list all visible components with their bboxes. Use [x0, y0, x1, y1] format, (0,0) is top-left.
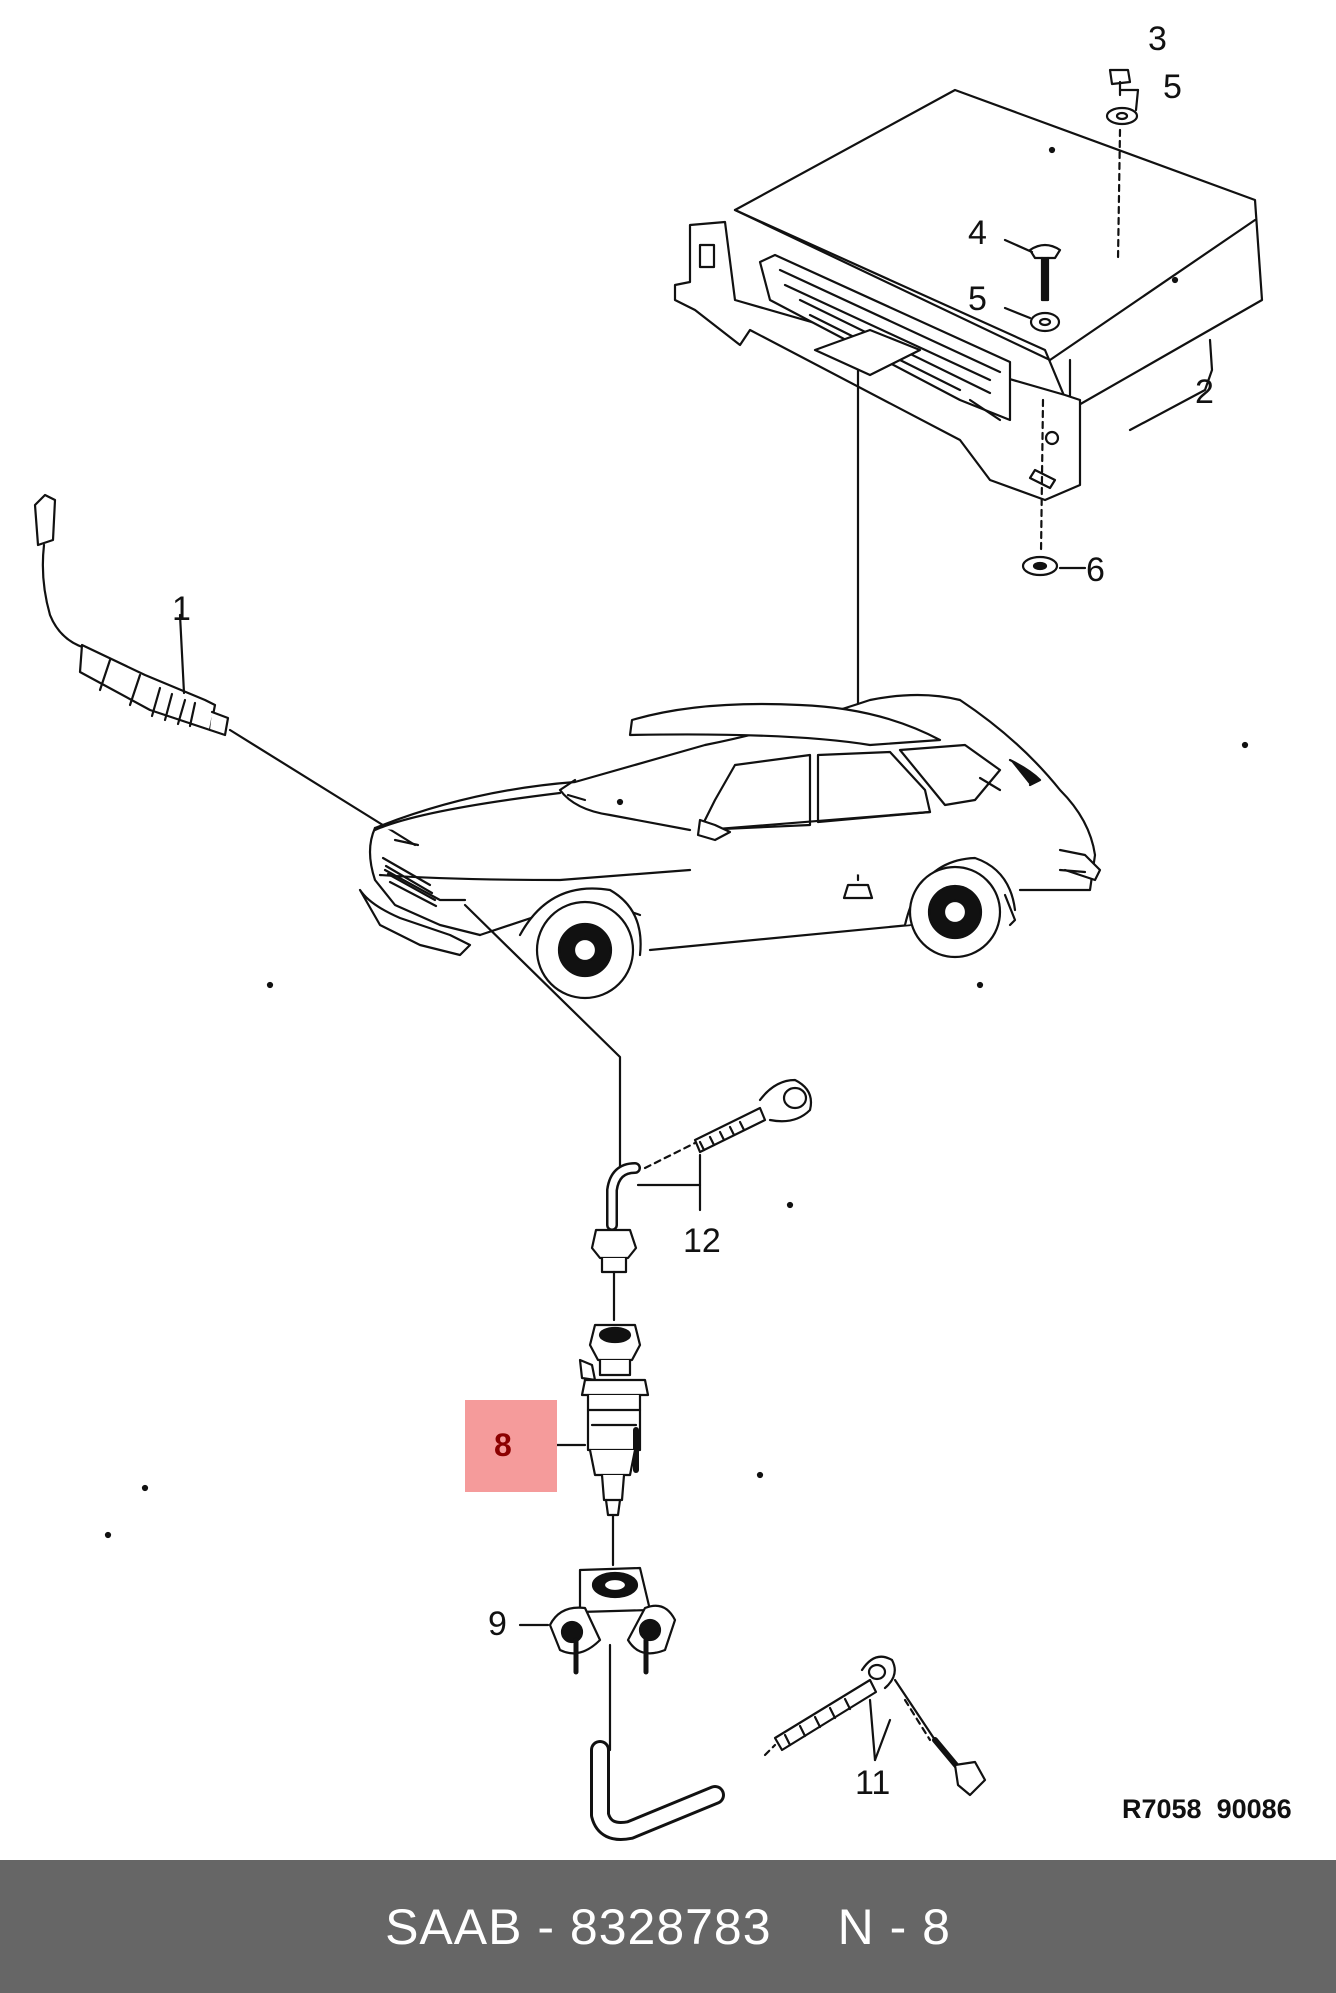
car-illustration — [266, 693, 1249, 1000]
footer-part-number: SAAB - 8328783 — [385, 1898, 772, 1955]
callout-1: 1 — [172, 590, 191, 628]
sensor-part-1 — [33, 493, 230, 737]
callout-4: 4 — [968, 214, 987, 252]
callout-12: 12 — [683, 1222, 721, 1260]
pipe-fitting — [590, 1162, 641, 1274]
parts-diagram — [33, 68, 1264, 1841]
banjo-bolt-part-12 — [693, 1078, 813, 1154]
highlight-box-part-8 — [465, 1400, 557, 1492]
washer-5-middle-icon — [1029, 311, 1061, 333]
callout-8-highlighted: 8 — [494, 1427, 512, 1463]
callout-2: 2 — [1195, 373, 1214, 411]
callout-11: 11 — [855, 1764, 891, 1802]
drawing-reference-code: R7058 90086 — [1122, 1794, 1292, 1824]
callout-3: 3 — [1148, 20, 1167, 58]
callout-9: 9 — [488, 1605, 507, 1643]
screw-3-icon — [1108, 68, 1132, 97]
junction-block-part-9 — [548, 1566, 677, 1675]
callout-5-top: 5 — [1163, 68, 1182, 106]
callout-5-middle: 5 — [968, 280, 987, 318]
washer-6-icon — [1021, 555, 1059, 577]
washer-5-top-icon — [1105, 106, 1139, 126]
callout-6: 6 — [1086, 551, 1105, 589]
screw-4-icon — [1028, 243, 1062, 302]
valve-part-8 — [578, 1323, 650, 1517]
footer-position: N - 8 — [837, 1898, 951, 1955]
bolt-set-part-11 — [773, 1655, 987, 1797]
footer-bar: SAAB - 8328783 N - 8 — [0, 1860, 1336, 1993]
hose-elbow — [590, 1740, 725, 1841]
control-unit — [673, 88, 1264, 502]
